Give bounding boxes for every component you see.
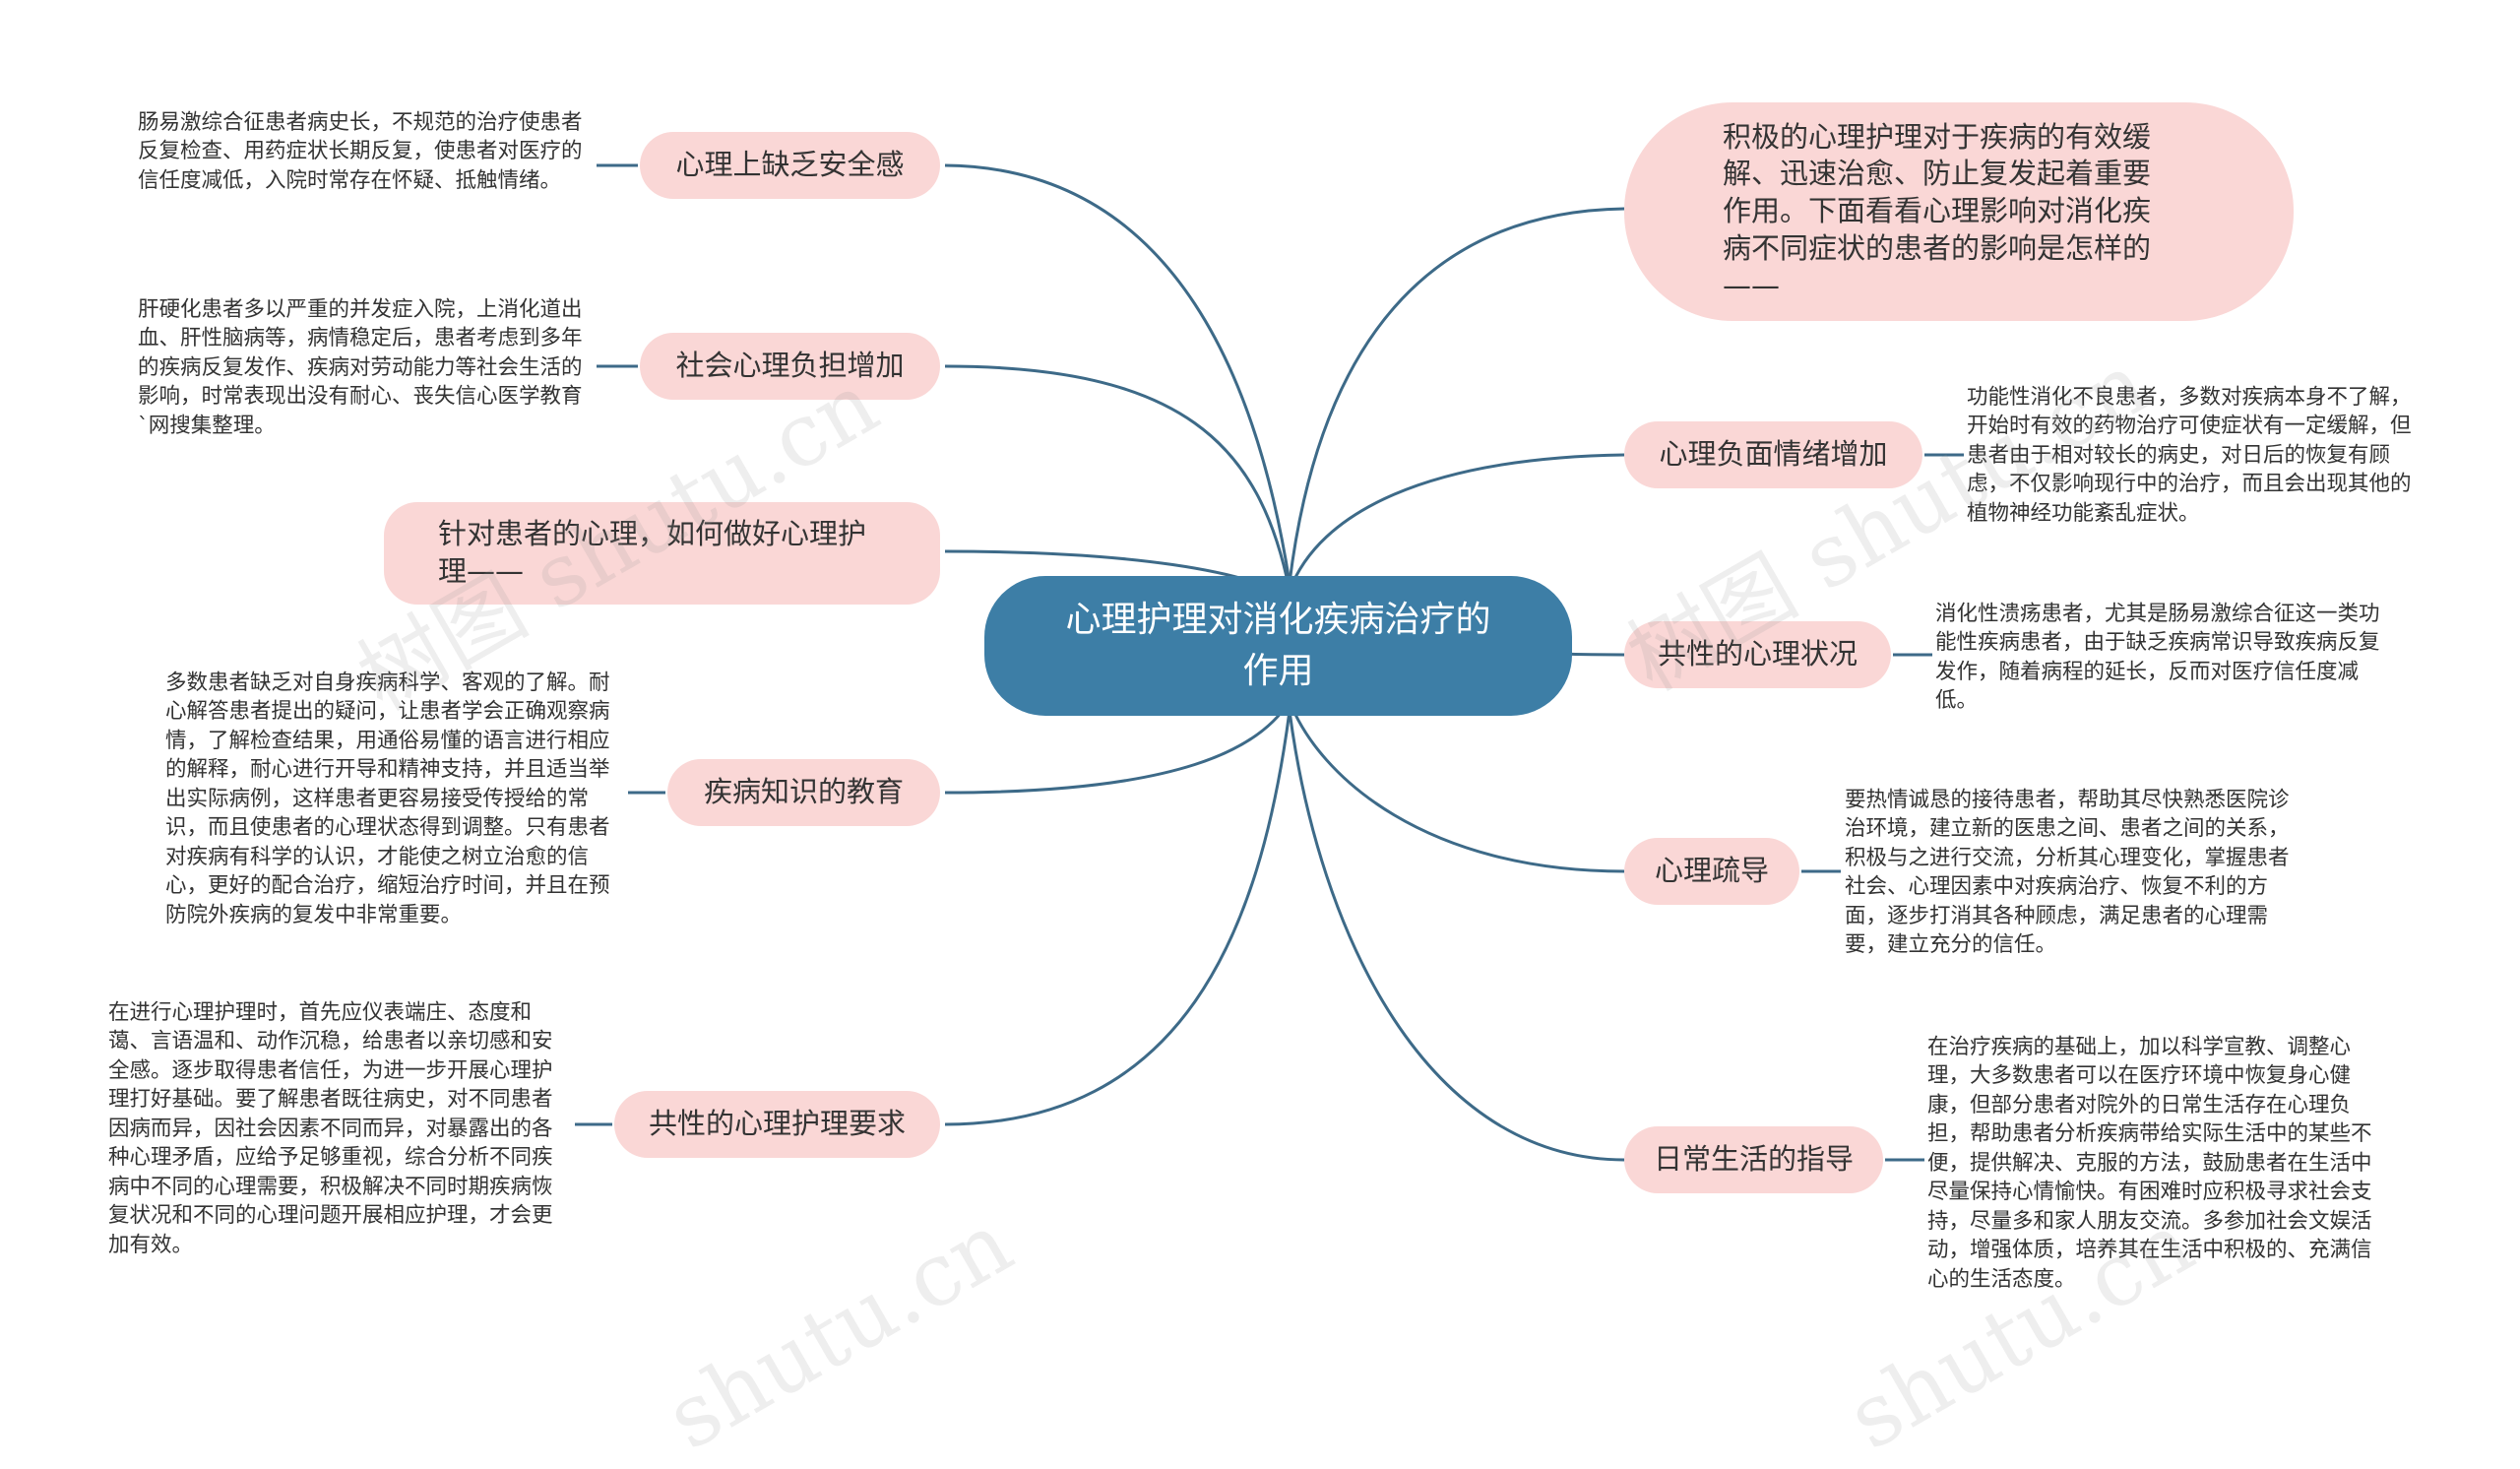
branch-intro[interactable]: 积极的心理护理对于疾病的有效缓解、迅速治愈、防止复发起着重要作用。下面看看心理影… <box>1624 102 2294 321</box>
branch-nursing-approach[interactable]: 针对患者的心理，如何做好心理护理—— <box>384 502 940 605</box>
central-topic-label: 心理护理对消化疾病治疗的作用 <box>1065 599 1491 691</box>
note-disease-education: 多数患者缺乏对自身疾病科学、客观的了解。耐心解答患者提出的疑问，让患者学会正确观… <box>165 671 610 927</box>
branch-common-status[interactable]: 共性的心理状况 <box>1624 621 1891 688</box>
branch-label: 积极的心理护理对于疾病的有效缓解、迅速治愈、防止复发起着重要作用。下面看看心理影… <box>1723 119 2152 302</box>
branch-label: 针对患者的心理，如何做好心理护理—— <box>438 517 867 588</box>
central-topic[interactable]: 心理护理对消化疾病治疗的作用 <box>984 576 1572 716</box>
note-negative-emotion: 功能性消化不良患者，多数对疾病本身不了解，开始时有效的药物治疗可使症状有一定缓解… <box>1967 385 2412 526</box>
note-common-status: 消化性溃疡患者，尤其是肠易激综合征这一类功能性疾病患者，由于缺乏疾病常识导致疾病… <box>1935 602 2380 714</box>
branch-common-requirements[interactable]: 共性的心理护理要求 <box>614 1091 940 1158</box>
branch-label: 心理上缺乏安全感 <box>675 148 905 182</box>
note-counseling: 要热情诚恳的接待患者，帮助其尽快熟悉医院诊治环境，建立新的医患之间、患者之间的关… <box>1845 788 2290 958</box>
note-common-requirements: 在进行心理护理时，首先应仪表端庄、态度和蔼、言语温和、动作沉稳，给患者以亲切感和… <box>108 1000 553 1257</box>
branch-negative-emotion[interactable]: 心理负面情绪增加 <box>1624 421 1922 488</box>
branch-label: 日常生活的指导 <box>1653 1142 1854 1177</box>
branch-daily-guidance[interactable]: 日常生活的指导 <box>1624 1126 1883 1193</box>
branch-label: 疾病知识的教育 <box>703 775 904 809</box>
branch-psych-insecurity[interactable]: 心理上缺乏安全感 <box>640 132 940 199</box>
note-psych-insecurity: 肠易激综合征患者病史长，不规范的治疗使患者反复检查、用药症状长期反复，使患者对医… <box>138 110 583 193</box>
branch-label: 共性的心理状况 <box>1657 637 1858 671</box>
branch-social-burden[interactable]: 社会心理负担增加 <box>640 333 940 400</box>
note-social-burden: 肝硬化患者多以严重的并发症入院，上消化道出血、肝性脑病等，病情稳定后，患者考虑到… <box>138 297 583 438</box>
branch-label: 共性的心理护理要求 <box>648 1107 906 1141</box>
branch-label: 心理负面情绪增加 <box>1659 437 1888 472</box>
branch-disease-education[interactable]: 疾病知识的教育 <box>667 759 940 826</box>
branch-label: 社会心理负担增加 <box>675 349 905 383</box>
branch-label: 心理疏导 <box>1654 854 1769 888</box>
branch-counseling[interactable]: 心理疏导 <box>1624 838 1799 905</box>
note-daily-guidance: 在治疗疾病的基础上，加以科学宣教、调整心理，大多数患者可以在医疗环境中恢复身心健… <box>1927 1035 2372 1292</box>
